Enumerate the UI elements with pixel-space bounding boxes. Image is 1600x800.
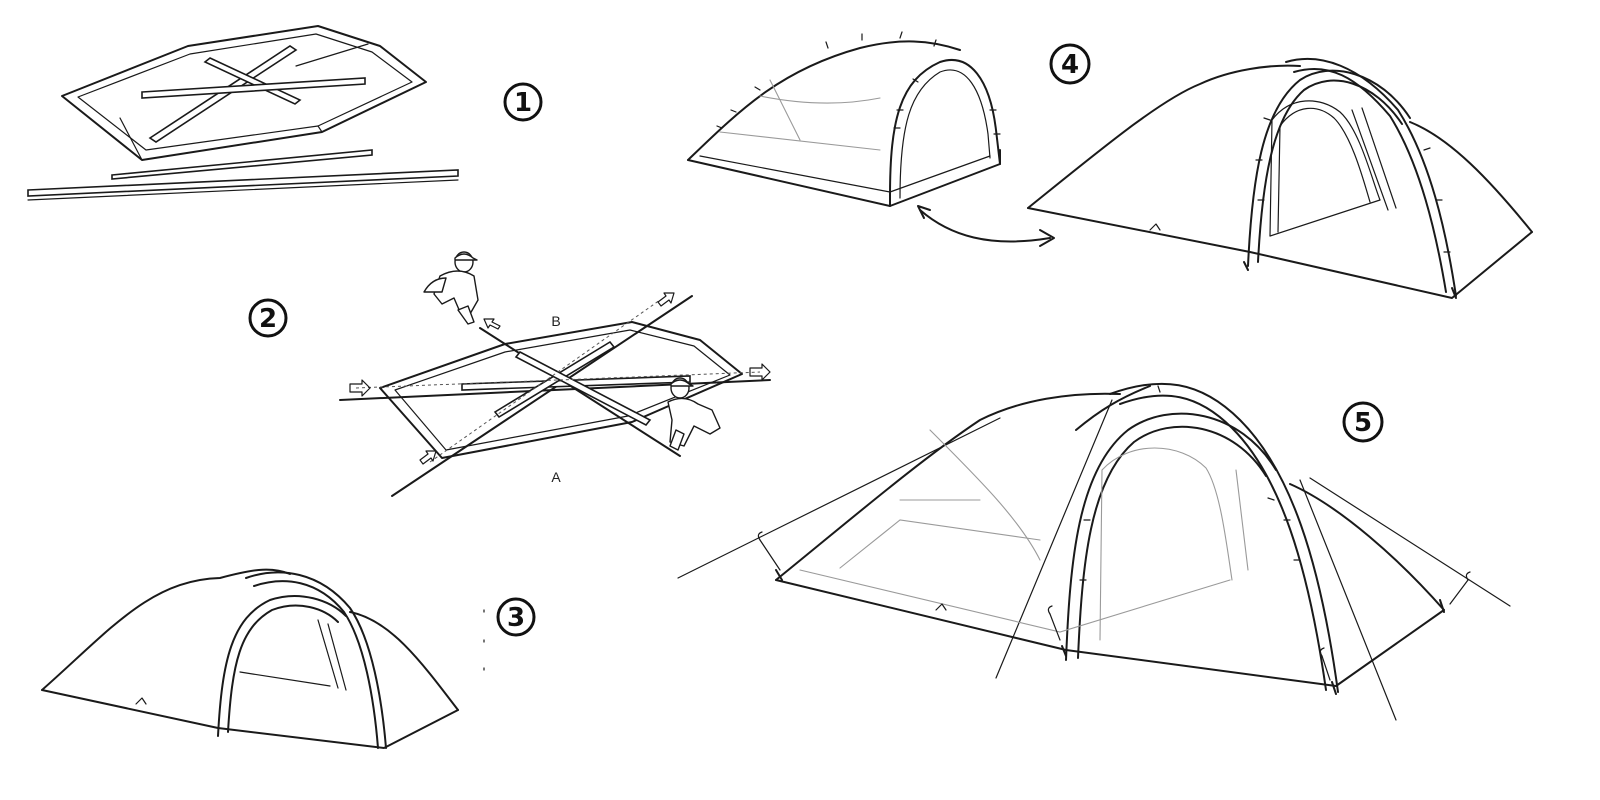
step-1-number: 1 (514, 88, 532, 118)
step-3-number: 3 (507, 603, 525, 633)
step-3-illustration (41, 568, 485, 749)
step-3-badge: 3 (496, 597, 536, 637)
step-1-badge: 1 (503, 82, 543, 122)
step-4-number: 4 (1061, 50, 1079, 80)
person-bottom-icon (667, 377, 721, 451)
step-5-badge: 5 (1342, 401, 1384, 443)
step-4-inner-tent (687, 31, 1001, 207)
step-5-illustration (677, 382, 1511, 721)
step-1-illustration (27, 25, 459, 201)
step-2-badge: 2 (248, 298, 288, 338)
step-4-fly-tent (1027, 58, 1533, 299)
step-4-arrow (917, 205, 1055, 247)
label-b: B (551, 313, 560, 329)
step-2-illustration: B A (339, 251, 771, 497)
label-a: A (551, 469, 561, 485)
step-4-badge: 4 (1049, 43, 1091, 85)
step-2-number: 2 (259, 304, 277, 334)
person-top-icon (423, 251, 479, 325)
step-5-number: 5 (1354, 408, 1372, 438)
